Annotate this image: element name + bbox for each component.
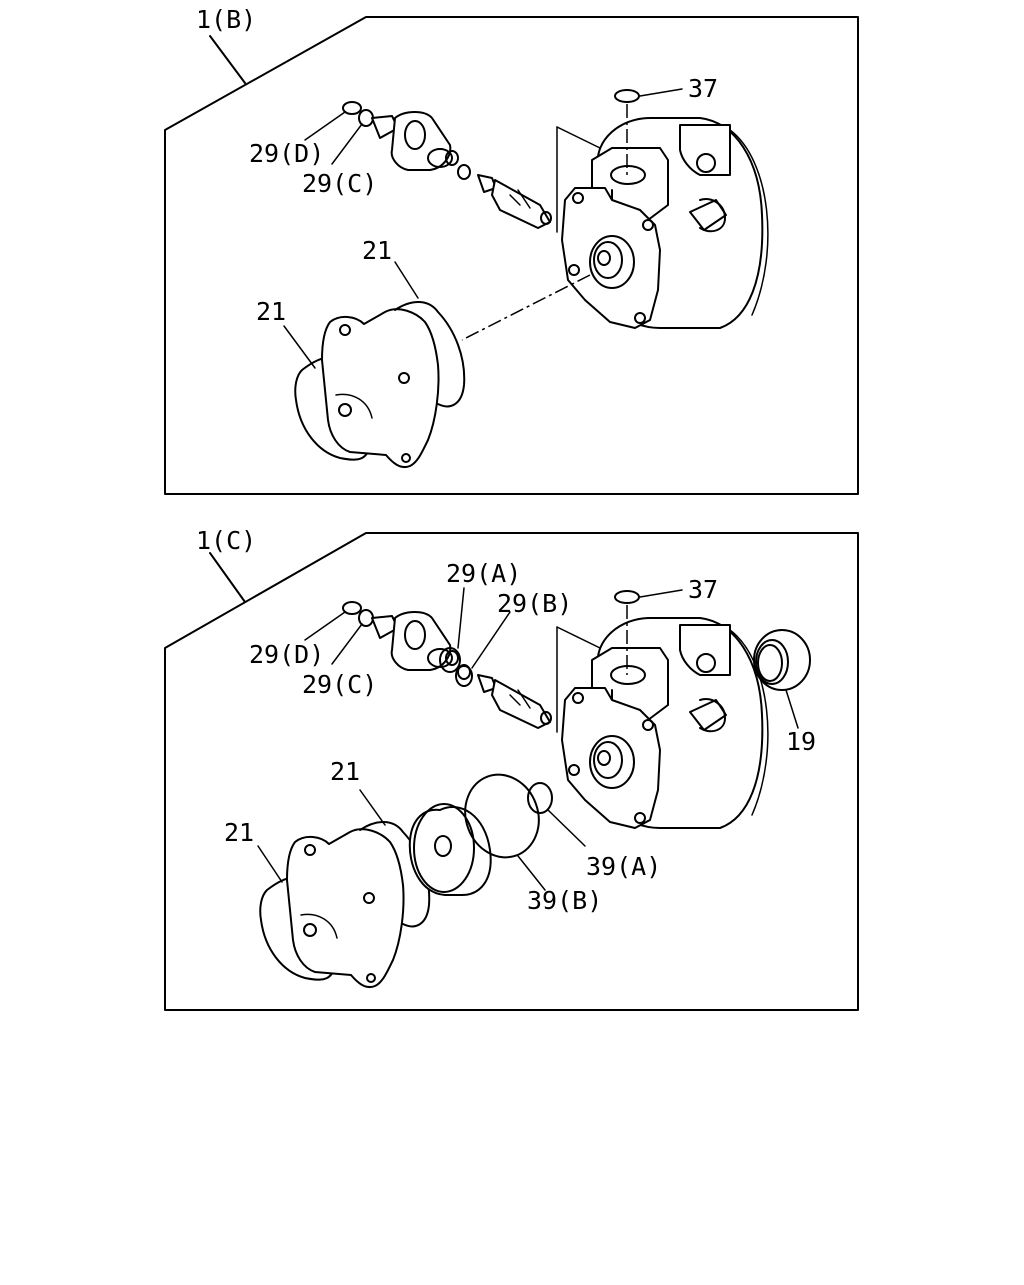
callout-29d: 29(D): [249, 640, 324, 669]
oring-39a: [527, 782, 553, 814]
oil-seal-19: [753, 629, 811, 691]
panel-1b: 1(B) 29(D) 29(C) 37 21 21: [164, 5, 859, 495]
callout-29a: 29(A): [446, 559, 521, 588]
callout-29d: 29(D): [249, 139, 324, 168]
pump-housing: [556, 117, 769, 329]
callout-29c: 29(C): [302, 670, 377, 699]
callout-21: 21: [362, 236, 392, 265]
rear-cover: [294, 301, 466, 469]
callout-21: 21: [330, 757, 360, 786]
oring-39b: [464, 773, 540, 859]
callout-19: 19: [786, 727, 816, 756]
callout-21: 21: [256, 297, 286, 326]
panel-label: 1(B): [196, 5, 256, 34]
callout-39b: 39(B): [527, 886, 602, 915]
pump-housing: [556, 617, 769, 829]
callout-21: 21: [224, 818, 254, 847]
callout-39a: 39(A): [586, 852, 661, 881]
panel-label: 1(C): [196, 526, 256, 555]
oring-37: [614, 590, 640, 604]
panel-frame: [164, 532, 859, 1011]
callout-29c: 29(C): [302, 169, 377, 198]
panel-1c: 1(C): [164, 526, 859, 1011]
callout-37: 37: [688, 575, 718, 604]
control-valve: [342, 101, 552, 229]
oring-37: [614, 89, 640, 103]
panel-frame: [164, 16, 859, 495]
callout-29b: 29(B): [497, 589, 572, 618]
cam-ring: [408, 803, 492, 896]
callout-37: 37: [688, 74, 718, 103]
control-valve: [342, 601, 552, 729]
rear-cover: [259, 821, 431, 989]
